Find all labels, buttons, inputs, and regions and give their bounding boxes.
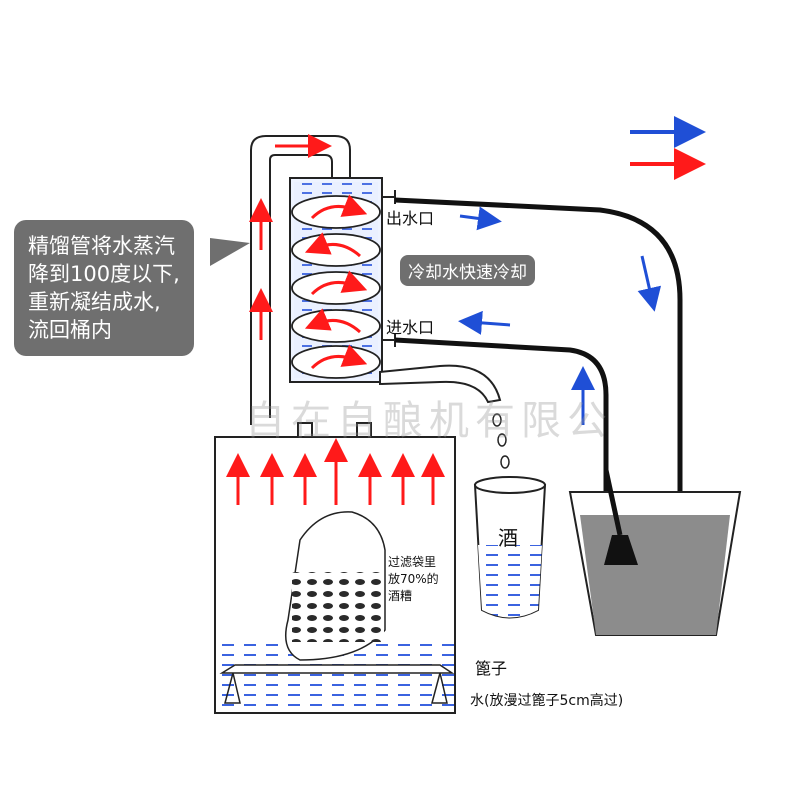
- callout-line-1: 精馏管将水蒸汽: [28, 234, 175, 258]
- pump: [604, 535, 638, 565]
- legend-arrows: [630, 116, 706, 180]
- drops: [492, 413, 510, 469]
- bag-label-2: 放70%的: [388, 572, 439, 586]
- condenser-coil: [291, 195, 381, 379]
- steamer-label: 篦子: [475, 659, 508, 678]
- steamer-leg-left: [224, 672, 241, 704]
- rectification-callout: 精馏管将水蒸汽 降到100度以下, 重新凝结成水, 流回桶内: [14, 220, 194, 356]
- column-pipe: [250, 135, 351, 418]
- wine-label: 酒: [498, 526, 518, 550]
- coolant-badge: 冷却水快速冷却: [400, 255, 535, 286]
- callout-line-4: 流回桶内: [28, 318, 112, 342]
- steamer-plate: [219, 664, 455, 674]
- inlet-label: 进水口: [386, 318, 435, 337]
- callout-line-2: 降到100度以下,: [28, 262, 180, 286]
- steam-arrows: [226, 438, 445, 505]
- water-note-label: 水(放漫过篦子5cm高过): [470, 693, 624, 709]
- liquor-spout: [379, 364, 502, 404]
- callout-line-3: 重新凝结成水,: [28, 290, 161, 314]
- watermark-text: 自在自酿机有限公: [245, 398, 613, 444]
- callout-pointer: [210, 238, 250, 266]
- outlet-pipe: [382, 190, 396, 204]
- bag-label-1: 过滤袋里: [388, 555, 437, 569]
- outlet-label: 出水口: [386, 209, 435, 228]
- steamer-leg-right: [431, 672, 448, 704]
- bag-label-3: 酒糟: [388, 589, 413, 603]
- grain-fill: [292, 572, 384, 642]
